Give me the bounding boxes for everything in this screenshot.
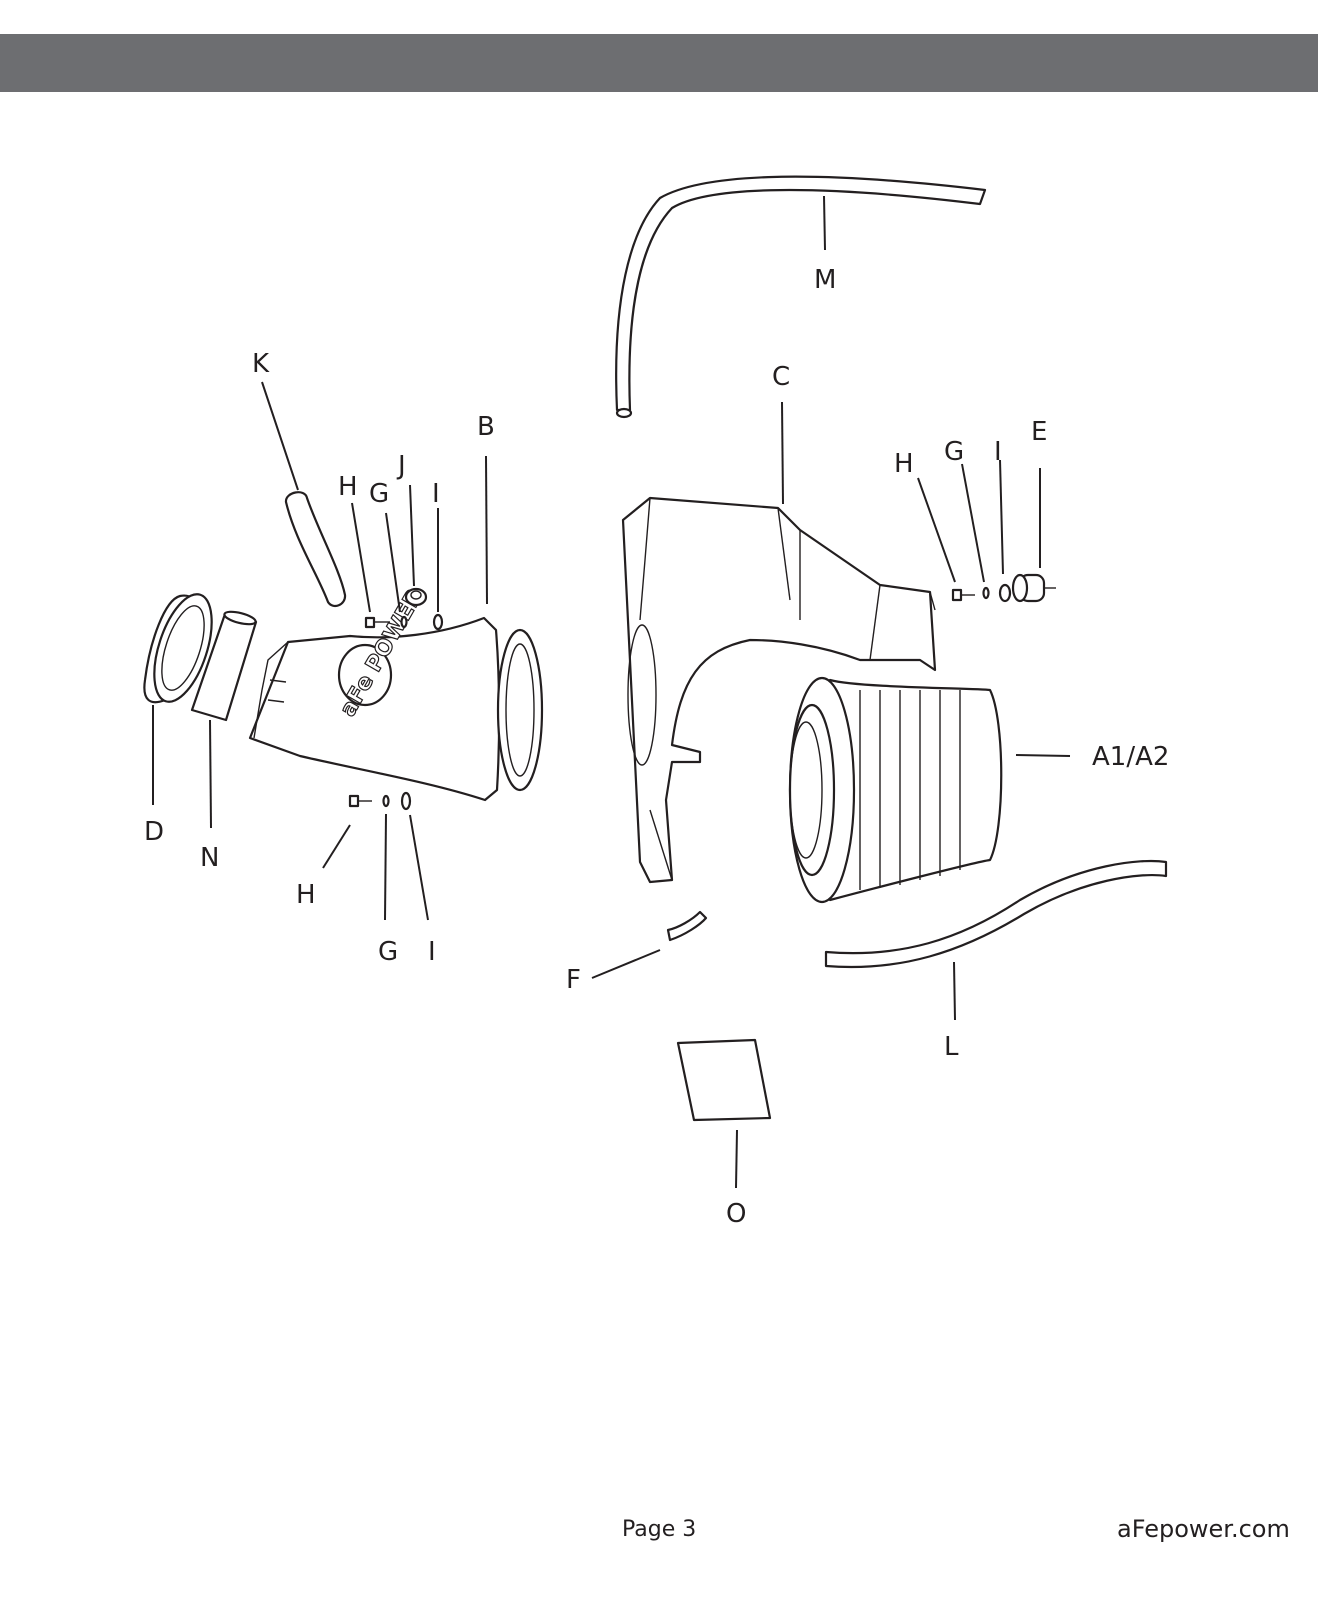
- part-h-bolt-top: [364, 616, 390, 629]
- label-b: B: [477, 412, 495, 442]
- label-n: N: [200, 843, 219, 873]
- label-i3: I: [428, 937, 436, 967]
- leader-h2: [917, 477, 956, 583]
- part-g-lock-washer-bottom: [382, 794, 390, 808]
- part-d-coupler: [143, 593, 213, 704]
- part-g-lock-washer-right: [982, 586, 990, 600]
- label-h1: H: [338, 472, 358, 502]
- leader-g2: [961, 463, 985, 583]
- part-a1-a2-air-filter: [788, 676, 1003, 904]
- leader-a1-a2: [1015, 754, 1071, 757]
- leader-n: [209, 719, 212, 829]
- leader-l: [953, 961, 956, 1021]
- header-bar: [0, 34, 1318, 92]
- part-i-washer-right: [998, 583, 1012, 603]
- leader-c: [781, 401, 784, 505]
- label-k: K: [252, 349, 270, 379]
- part-k-breather-hose: [284, 491, 347, 608]
- part-i-washer-top: [432, 613, 444, 631]
- label-m: M: [814, 265, 836, 295]
- part-j-grommet: [404, 587, 428, 607]
- leader-j: [409, 484, 415, 587]
- label-a1-a2: A1/A2: [1092, 742, 1169, 772]
- label-e: E: [1031, 417, 1047, 447]
- part-f-clip: [666, 910, 708, 942]
- part-m-trim-seal: [615, 175, 987, 419]
- leader-i2: [999, 459, 1004, 575]
- label-g1: G: [369, 479, 389, 509]
- leader-o: [735, 1129, 738, 1189]
- label-i2: I: [994, 437, 1002, 467]
- part-i-washer-bottom: [400, 791, 412, 811]
- label-g3: G: [378, 937, 398, 967]
- leader-i3: [409, 814, 429, 921]
- label-l: L: [944, 1032, 959, 1062]
- leader-k: [261, 381, 299, 491]
- part-n-sleeve: [190, 610, 258, 722]
- label-g2: G: [944, 437, 964, 467]
- label-i1: I: [432, 479, 440, 509]
- part-o-instruction-card: [676, 1038, 772, 1122]
- part-e-isolator-mount: [1011, 573, 1056, 603]
- leader-b: [485, 455, 488, 605]
- leader-m: [823, 195, 826, 251]
- leader-g1: [385, 512, 401, 613]
- label-o: O: [726, 1199, 746, 1229]
- part-l-trim-seal: [824, 859, 1168, 969]
- website-url: aFepower.com: [1117, 1515, 1290, 1543]
- leader-f: [591, 949, 661, 979]
- part-g-lock-washer-top: [400, 615, 408, 629]
- label-j: J: [396, 451, 406, 481]
- part-c-heat-shield: [621, 496, 937, 884]
- page-number: Page 3: [622, 1517, 697, 1542]
- label-h2: H: [894, 449, 914, 479]
- label-d: D: [144, 817, 164, 847]
- leader-h3: [322, 824, 351, 869]
- label-f: F: [566, 965, 581, 995]
- part-h-bolt-bottom: [348, 794, 372, 808]
- part-h-bolt-right: [951, 588, 975, 602]
- label-c: C: [772, 362, 790, 392]
- part-b-intake-tube: aFe POWER: [248, 584, 544, 802]
- label-h3: H: [296, 880, 316, 910]
- leader-h1: [351, 502, 371, 613]
- leader-g3: [384, 813, 387, 921]
